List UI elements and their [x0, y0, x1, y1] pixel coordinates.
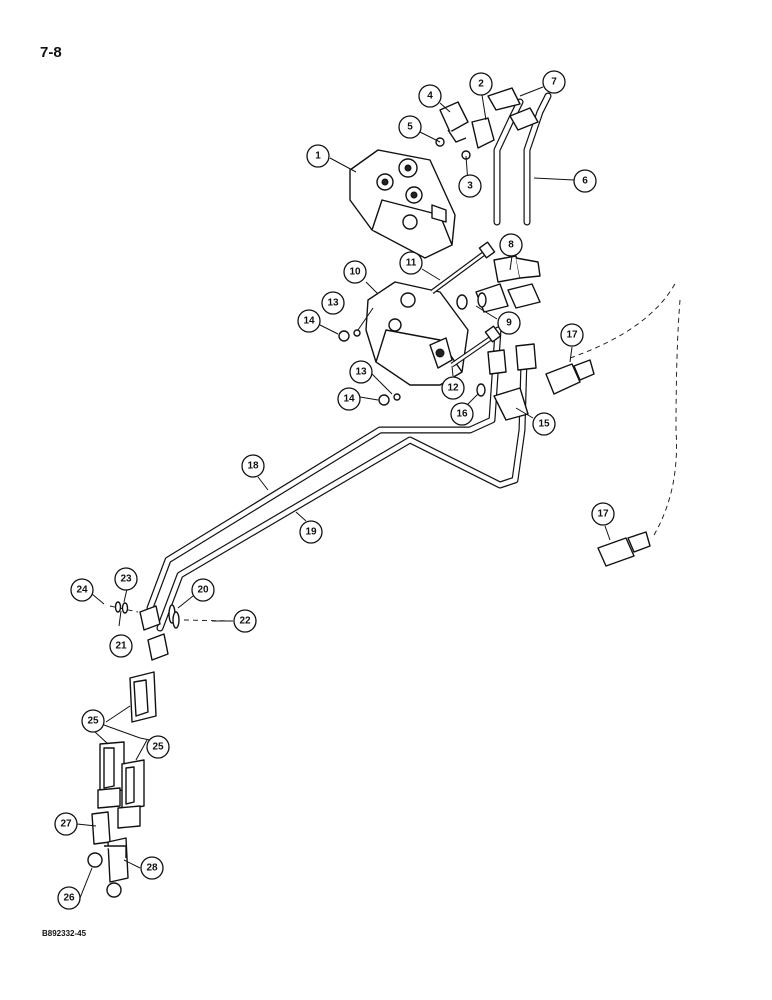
callout-18: 18 [241, 454, 265, 478]
svg-text:8: 8 [508, 240, 514, 251]
svg-text:9: 9 [506, 318, 512, 329]
callout-8: 8 [499, 233, 523, 257]
upper-fittings [435, 87, 539, 160]
callout-5: 5 [398, 115, 422, 139]
callout-7: 7 [542, 70, 566, 94]
callout-12: 12 [441, 376, 465, 400]
callout-2: 2 [469, 72, 493, 96]
callout-20: 20 [191, 578, 215, 602]
svg-text:4: 4 [427, 91, 433, 102]
svg-text:16: 16 [456, 409, 468, 420]
svg-text:25: 25 [87, 716, 99, 727]
svg-text:25: 25 [152, 742, 164, 753]
adapters [87, 811, 129, 898]
page-number: 7-8 [40, 44, 62, 61]
svg-text:10: 10 [349, 267, 361, 278]
callout-22: 22 [233, 609, 257, 633]
hydraulic-tubes [146, 92, 552, 632]
svg-text:7: 7 [551, 77, 557, 88]
svg-text:26: 26 [63, 893, 75, 904]
svg-text:2: 2 [478, 79, 484, 90]
callout-17: 17 [560, 323, 584, 347]
svg-text:18: 18 [247, 461, 259, 472]
svg-text:15: 15 [538, 419, 550, 430]
callout-26: 26 [57, 886, 81, 910]
callout-4: 4 [418, 84, 442, 108]
svg-text:13: 13 [355, 367, 367, 378]
svg-text:28: 28 [146, 863, 158, 874]
svg-text:12: 12 [447, 383, 459, 394]
svg-text:17: 17 [597, 509, 609, 520]
svg-text:22: 22 [239, 616, 251, 627]
leader-lines [76, 86, 611, 899]
callout-24: 24 [70, 578, 94, 602]
svg-text:11: 11 [406, 258, 417, 269]
callout-1: 1 [306, 144, 330, 168]
svg-text:23: 23 [120, 574, 132, 585]
callout-27: 27 [54, 812, 78, 836]
svg-text:14: 14 [303, 316, 315, 327]
svg-text:3: 3 [467, 181, 473, 192]
svg-text:20: 20 [197, 585, 209, 596]
callout-14: 14 [337, 387, 361, 411]
nuts-and-washers [338, 329, 401, 406]
callout-16: 16 [450, 402, 474, 426]
svg-text:1: 1 [315, 151, 321, 162]
lower-end-fittings [109, 601, 233, 661]
callout-19: 19 [299, 520, 323, 544]
callout-25: 25 [146, 735, 170, 759]
elbow-fittings [476, 343, 537, 421]
callout-21: 21 [109, 634, 133, 658]
svg-text:6: 6 [582, 176, 588, 187]
svg-text:14: 14 [343, 394, 355, 405]
callout-17: 17 [591, 502, 615, 526]
callout-13: 13 [321, 291, 345, 315]
callout-25-pointer [103, 724, 151, 741]
callout-28: 28 [140, 856, 164, 880]
control-valve-body [349, 149, 456, 259]
callout-6: 6 [573, 169, 597, 193]
svg-text:13: 13 [327, 298, 339, 309]
tie-bolts [430, 241, 502, 368]
callout-25: 25 [81, 709, 105, 733]
callout-9: 9 [497, 311, 521, 335]
svg-text:27: 27 [60, 819, 72, 830]
valve-section [365, 281, 469, 386]
callout-11: 11 [399, 251, 423, 275]
svg-text:5: 5 [407, 122, 413, 133]
quick-couplers [545, 281, 681, 567]
svg-text:21: 21 [115, 641, 127, 652]
callout-15: 15 [532, 412, 556, 436]
callout-13: 13 [349, 360, 373, 384]
callout-10: 10 [343, 260, 367, 284]
svg-text:24: 24 [76, 585, 88, 596]
figure-code: B892332-45 [42, 929, 87, 938]
callout-23: 23 [114, 567, 138, 591]
callout-3: 3 [458, 174, 482, 198]
svg-text:17: 17 [566, 330, 578, 341]
tee-fittings [456, 255, 541, 313]
svg-text:19: 19 [305, 527, 317, 538]
hoses [97, 671, 157, 829]
callout-14: 14 [297, 309, 321, 333]
